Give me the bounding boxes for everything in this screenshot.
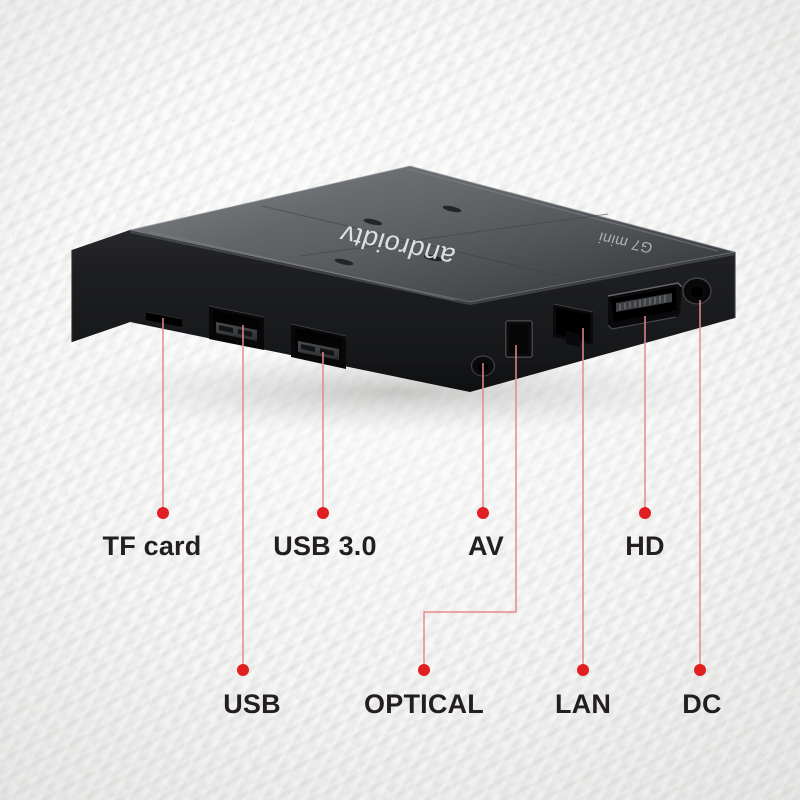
callout-dot-usb-3-0 (317, 507, 329, 519)
callout-label-usb-3-0: USB 3.0 (273, 531, 377, 561)
callout-dot-lan (577, 664, 589, 676)
leader-usb (237, 325, 249, 676)
callout-label-usb: USB (223, 689, 281, 719)
leader-optical (418, 345, 517, 676)
callout-dot-dc (694, 664, 706, 676)
callout-dot-optical (418, 664, 430, 676)
callout-label-tf-card: TF card (102, 531, 202, 561)
callout-label-lan: LAN (554, 689, 612, 719)
leader-usb-3-0 (317, 352, 329, 519)
callout-label-av: AV (468, 531, 504, 561)
leader-tf-card (157, 318, 169, 519)
callout-label-hd: HD (625, 531, 665, 561)
callout-label-dc: DC (682, 689, 722, 719)
callout-label-optical: OPTICAL (364, 689, 484, 719)
callout-dot-tf-card (157, 507, 169, 519)
leader-dc (694, 300, 706, 676)
leader-lan (577, 328, 589, 676)
callout-dot-av (477, 507, 489, 519)
leader-hd (639, 316, 651, 519)
leader-av (477, 363, 489, 519)
callout-dot-usb (237, 664, 249, 676)
callout-dot-hd (639, 507, 651, 519)
